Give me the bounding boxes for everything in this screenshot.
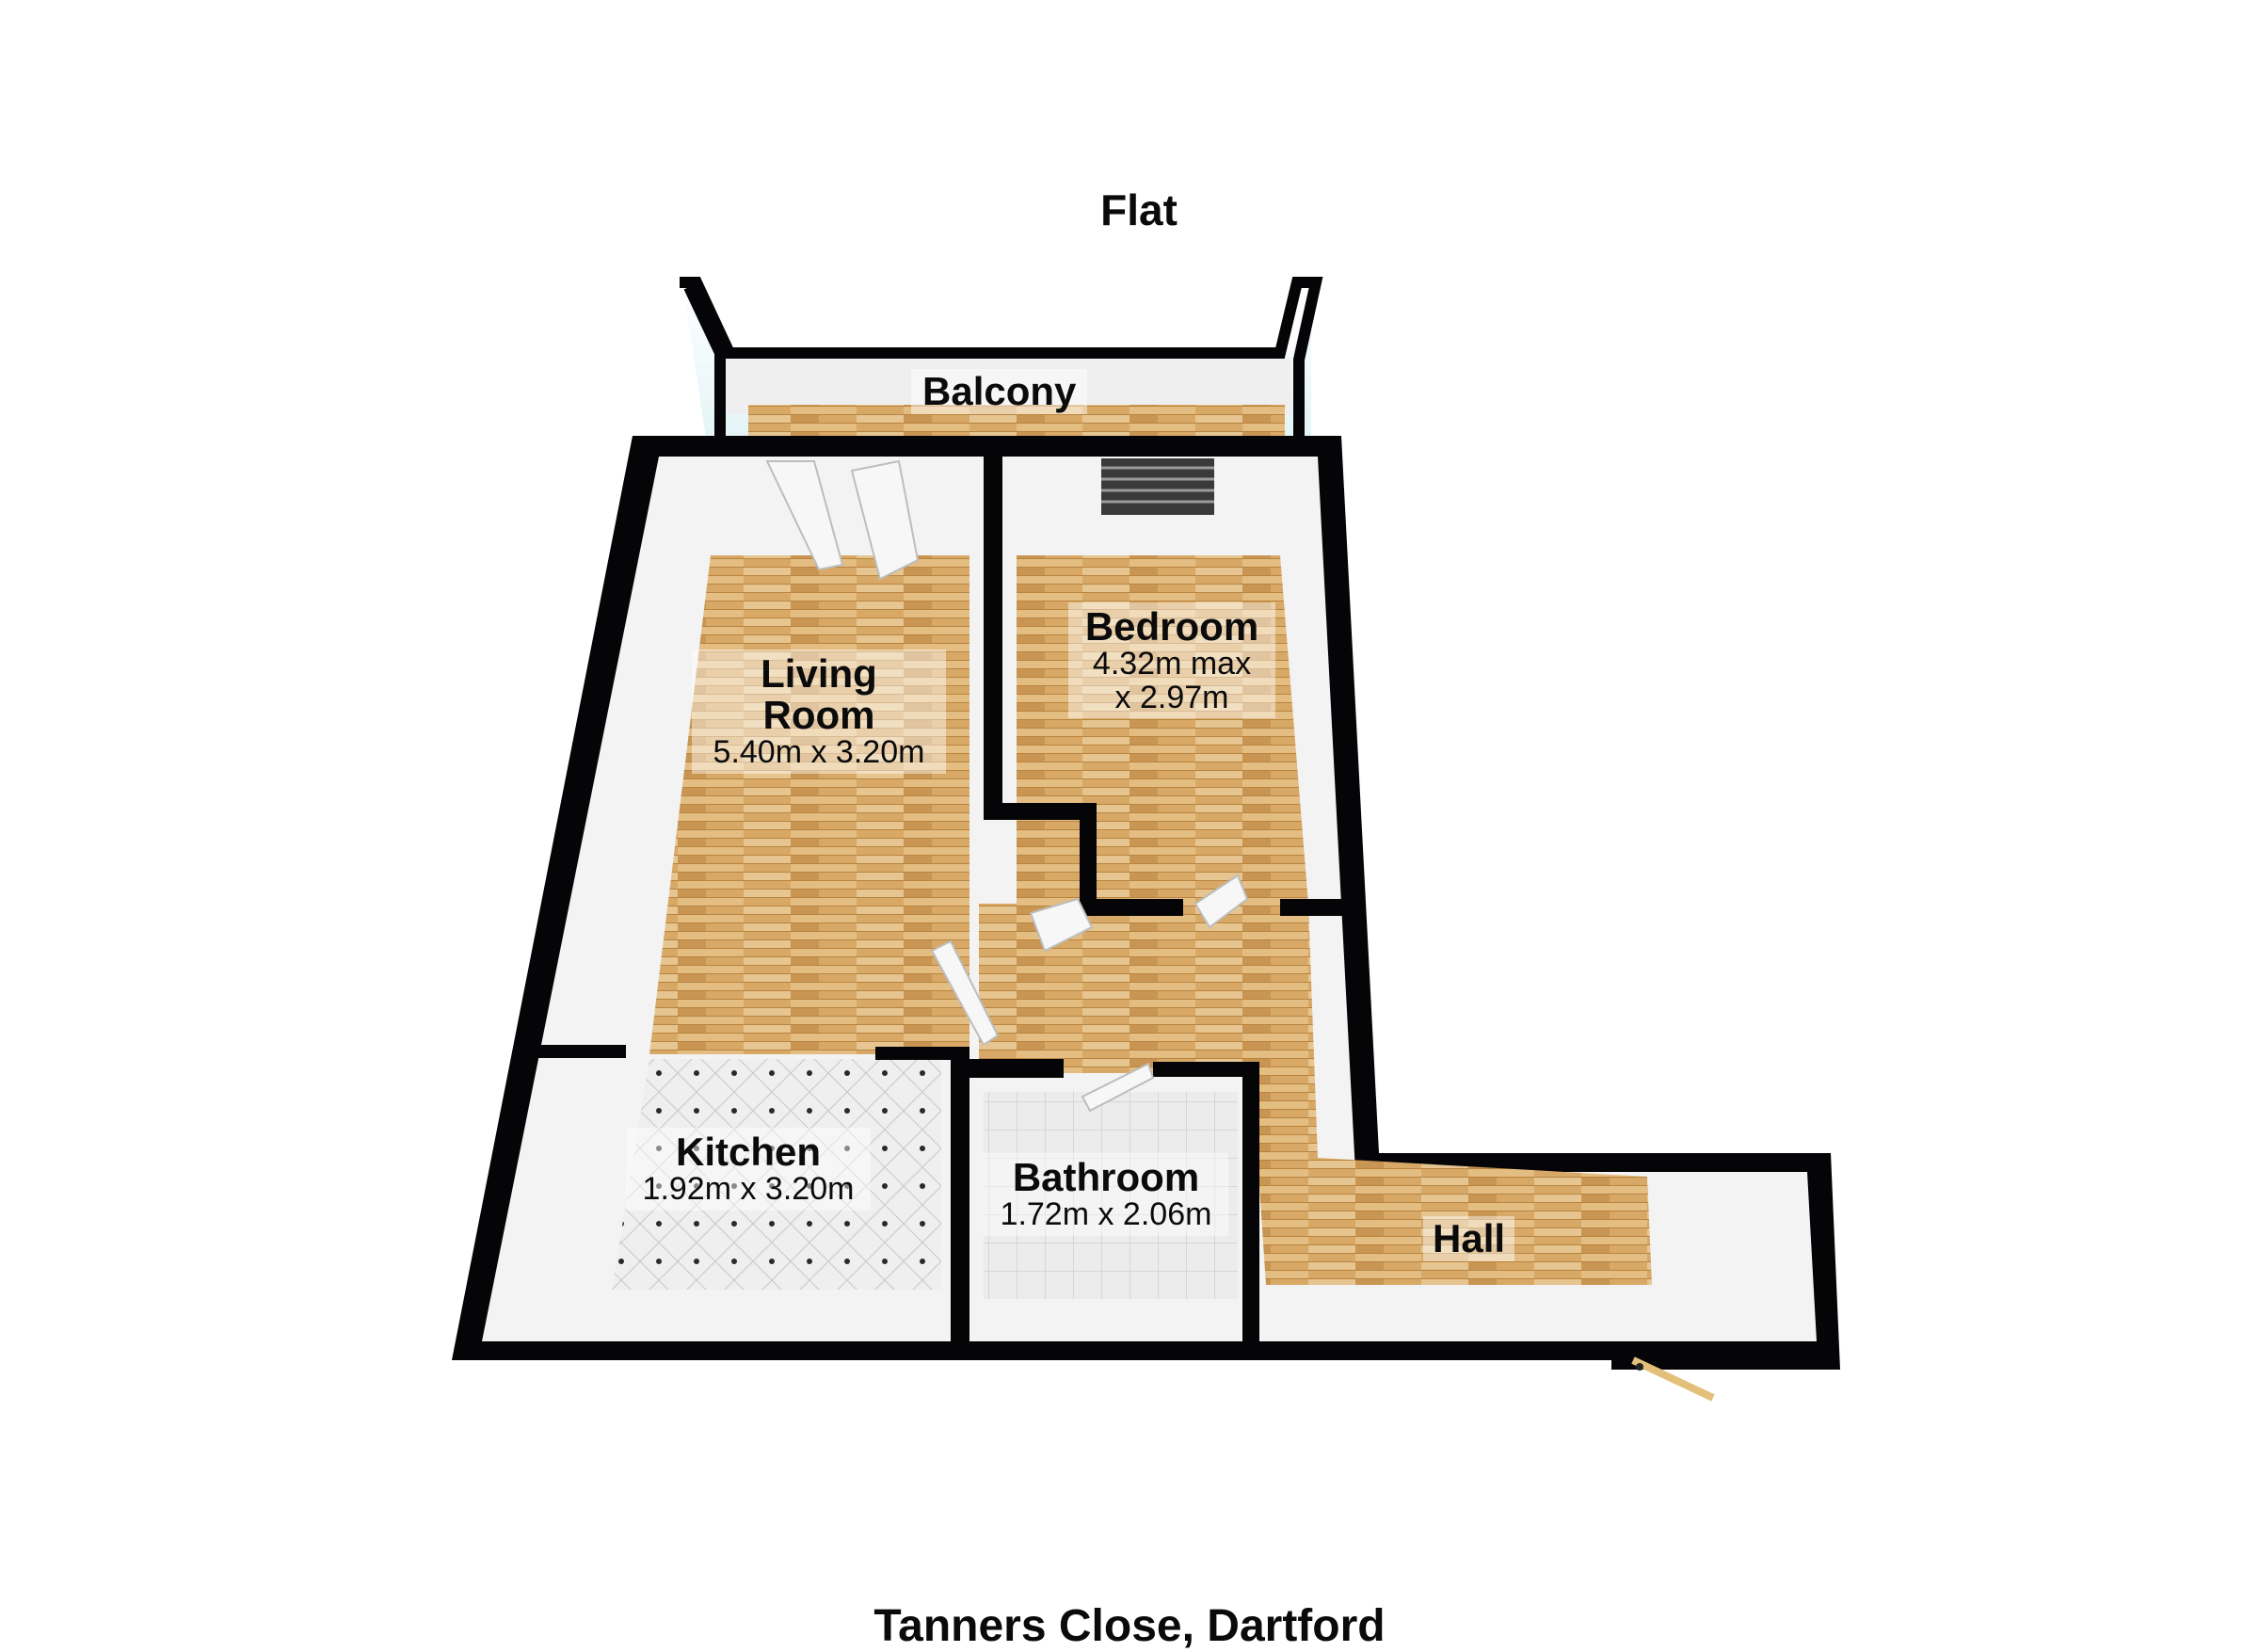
entrance-door-icon	[1631, 1356, 1715, 1402]
room-label-hall: Hall	[1423, 1216, 1515, 1262]
room-label-balcony: Balcony	[911, 369, 1088, 415]
room-label-living-room: Living Room 5.40m x 3.20m	[692, 650, 946, 774]
room-label-bathroom: Bathroom 1.72m x 2.06m	[984, 1153, 1228, 1236]
floor-title: Flat	[1100, 185, 1178, 234]
hall-floor	[979, 904, 1652, 1285]
kitchen-floor	[612, 1059, 941, 1290]
living-room-floor	[649, 555, 969, 1054]
room-label-kitchen: Kitchen 1.92m x 3.20m	[626, 1128, 871, 1211]
balcony-area	[680, 277, 1323, 438]
internal-walls	[532, 455, 1346, 1351]
bathroom-floor	[984, 1092, 1238, 1299]
doors	[765, 459, 1249, 1113]
property-address: Tanners Close, Dartford	[873, 1601, 1386, 1651]
room-label-bedroom: Bedroom 4.32m max x 2.97m	[1068, 602, 1275, 719]
radiator-icon	[1101, 458, 1214, 515]
